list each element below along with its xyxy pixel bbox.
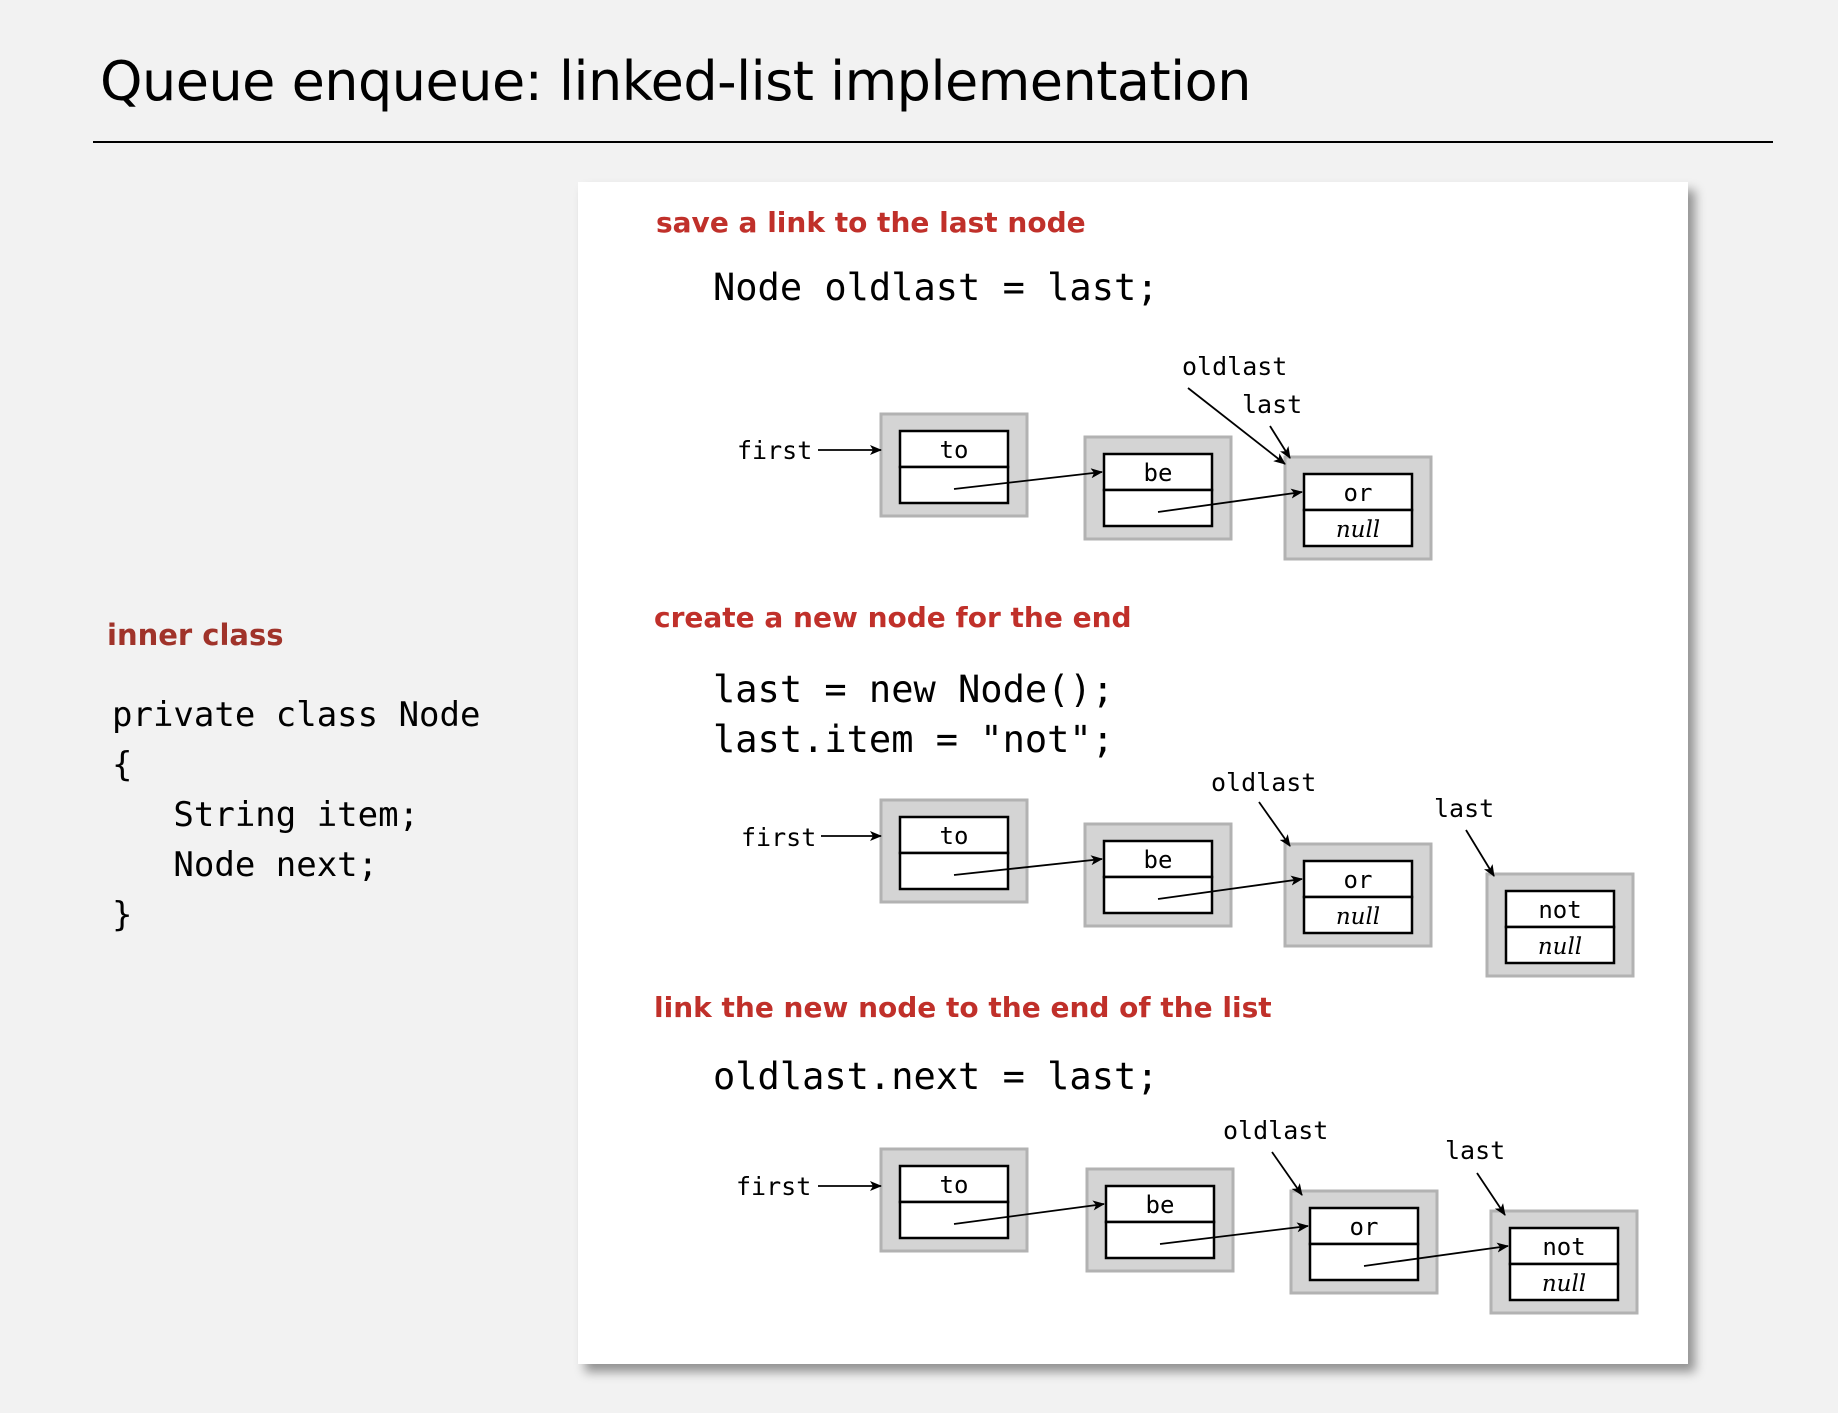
- code-line: {: [112, 745, 133, 785]
- node-item-cell: [898, 815, 1010, 855]
- node-next-cell: [1102, 875, 1214, 915]
- node-item-value: to: [940, 1171, 969, 1199]
- next-link-arrow: [1157, 488, 1303, 513]
- node-next-cell: [1102, 488, 1214, 528]
- step-code-line: last.item = "not";: [713, 718, 1114, 761]
- node-item-value: be: [1144, 846, 1173, 874]
- node-next-cell: [1308, 1242, 1420, 1282]
- next-link-arrow: [953, 855, 1103, 876]
- node-item-value: not: [1538, 896, 1581, 924]
- node-item-value: be: [1144, 459, 1173, 487]
- oldlast-pointer-label: oldlast: [1223, 1116, 1328, 1145]
- node-item-value: not: [1542, 1233, 1585, 1261]
- oldlast-pointer-arrow: [1258, 801, 1291, 847]
- code-line: private class Node: [112, 695, 481, 735]
- next-link-arrow: [953, 468, 1103, 490]
- last-pointer-arrow: [1476, 1172, 1506, 1216]
- oldlast-pointer-arrow: [1187, 387, 1286, 465]
- step-heading: save a link to the last node: [656, 206, 1086, 239]
- first-pointer-label: first: [737, 436, 812, 465]
- next-link-arrow: [953, 1200, 1105, 1225]
- node-class-code: private class Node { String item; Node n…: [112, 690, 480, 940]
- oldlast-pointer-label: oldlast: [1211, 768, 1316, 797]
- last-pointer-arrow: [1465, 829, 1495, 877]
- node-next-value: null: [1542, 1271, 1586, 1297]
- title-divider: [93, 141, 1773, 143]
- node-next-cell: [1302, 508, 1414, 548]
- inner-class-caption: inner class: [107, 618, 284, 652]
- step-code-line: oldlast.next = last;: [713, 1055, 1159, 1098]
- slide-title: Queue enqueue: linked-list implementatio…: [100, 50, 1251, 113]
- node-item-value: or: [1344, 866, 1373, 894]
- step-code-line: Node oldlast = last;: [713, 266, 1159, 309]
- node-item-value: to: [940, 436, 969, 464]
- oldlast-pointer-label: oldlast: [1182, 352, 1287, 381]
- last-pointer-arrow: [1269, 425, 1291, 459]
- step-heading: create a new node for the end: [654, 601, 1132, 634]
- node-next-cell: [1508, 1262, 1620, 1302]
- first-pointer-label: first: [736, 1172, 811, 1201]
- step-code-line: last = new Node();: [713, 668, 1114, 711]
- first-pointer-label: first: [741, 823, 816, 852]
- next-link-arrow: [1363, 1242, 1509, 1267]
- oldlast-pointer-arrow: [1271, 1151, 1303, 1196]
- code-line: Node next;: [112, 845, 379, 885]
- node-item-value: or: [1344, 479, 1373, 507]
- last-pointer-label: last: [1242, 390, 1302, 419]
- node-next-cell: [1302, 895, 1414, 935]
- step-heading: link the new node to the end of the list: [654, 991, 1272, 1024]
- node-next-cell: [898, 1200, 1010, 1240]
- node-next-value: null: [1336, 904, 1380, 930]
- node-next-value: null: [1336, 517, 1380, 543]
- node-next-value: null: [1538, 934, 1582, 960]
- node-item-value: be: [1146, 1191, 1175, 1219]
- node-item-value: to: [940, 822, 969, 850]
- code-line: }: [112, 895, 133, 935]
- last-pointer-label: last: [1445, 1136, 1505, 1165]
- next-link-arrow: [1157, 875, 1303, 900]
- next-link-arrow: [1159, 1222, 1309, 1245]
- last-pointer-label: last: [1434, 794, 1494, 823]
- node-item-cell: [1504, 889, 1616, 929]
- node-item-value: or: [1350, 1213, 1379, 1241]
- code-line: String item;: [112, 795, 420, 835]
- node-next-cell: [1504, 925, 1616, 965]
